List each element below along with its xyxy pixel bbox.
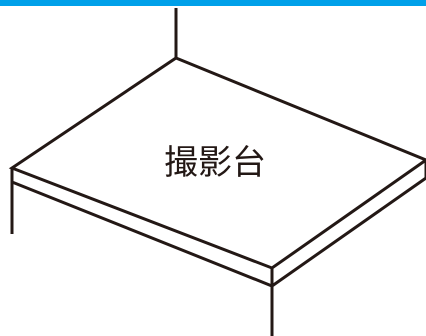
tabletop-left-edge (10, 168, 274, 289)
top-accent-bar (0, 0, 426, 6)
table-label: 撮影台 (164, 143, 266, 183)
tabletop-right-edge (271, 160, 426, 288)
